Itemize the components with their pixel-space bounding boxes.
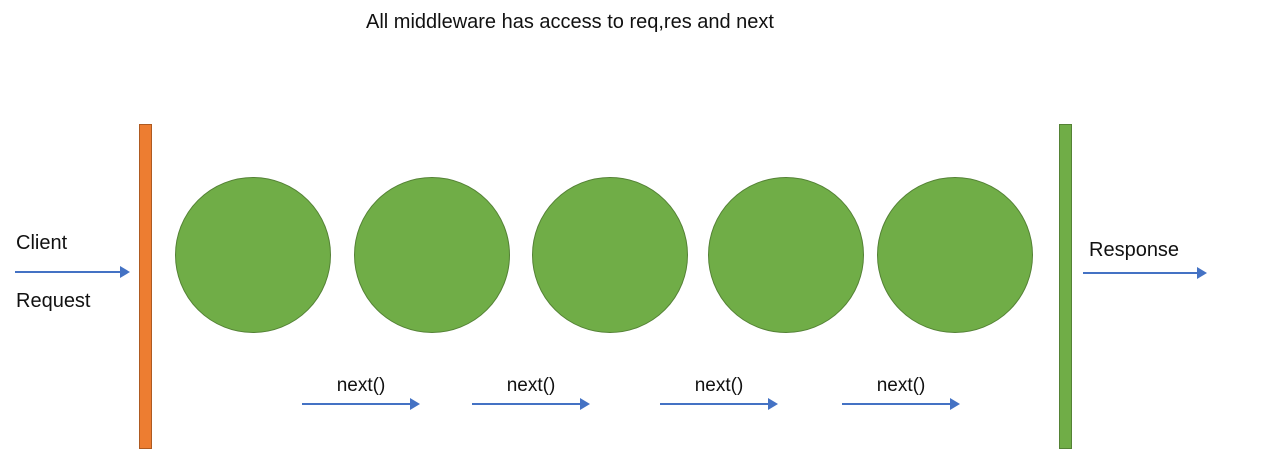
response-label: Response bbox=[1089, 239, 1180, 261]
next-call-arrow-icon-1 bbox=[302, 398, 420, 410]
client-request-arrow-icon bbox=[15, 266, 130, 278]
next-call-label-1: next() bbox=[336, 375, 386, 396]
middleware-circle-4 bbox=[708, 177, 864, 333]
next-call-label-4: next() bbox=[876, 375, 926, 396]
response-arrow-icon bbox=[1083, 267, 1207, 279]
next-call-arrow-icon-4 bbox=[842, 398, 960, 410]
client-label: Client bbox=[16, 232, 68, 254]
middleware-circle-2 bbox=[354, 177, 510, 333]
next-call-arrow-icon-2 bbox=[472, 398, 590, 410]
diagram-title: All middleware has access to req,res and… bbox=[366, 11, 774, 33]
response-barrier-bar bbox=[1059, 124, 1072, 449]
request-barrier-bar bbox=[139, 124, 152, 449]
next-call-label-3: next() bbox=[694, 375, 744, 396]
next-call-arrow-icon-3 bbox=[660, 398, 778, 410]
middleware-circle-5 bbox=[877, 177, 1033, 333]
next-call-label-2: next() bbox=[506, 375, 556, 396]
middleware-circle-1 bbox=[175, 177, 331, 333]
request-label: Request bbox=[16, 290, 91, 312]
middleware-circle-3 bbox=[532, 177, 688, 333]
